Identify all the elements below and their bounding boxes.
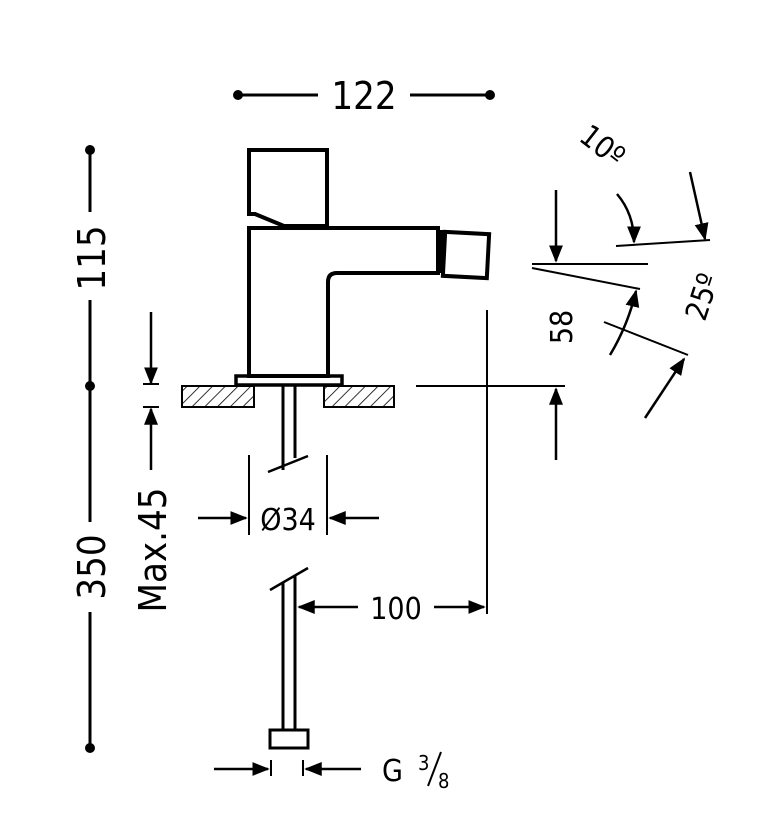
large-angle-arrow [643, 357, 686, 419]
width-dimension: 122 [233, 74, 495, 118]
small-angle-arc-arrow [616, 193, 641, 244]
faucet [234, 148, 492, 387]
body-height-label: 115 [70, 225, 114, 290]
hose-break-bottom [269, 566, 309, 592]
supply-hose [267, 386, 310, 750]
hole-diameter-dimension: Ø34 [198, 455, 379, 538]
countertop-left [181, 385, 255, 408]
angle-ref-line-upper [615, 239, 711, 247]
countertop [181, 385, 395, 408]
spray-nozzle [440, 229, 492, 281]
hole-diameter-label: Ø34 [260, 503, 316, 538]
width-dimension-label: 122 [331, 74, 396, 118]
large-angle-arc-arrow [608, 289, 640, 356]
spout-height-dimension: 58 [532, 190, 648, 460]
hose-length-label: 350 [70, 534, 114, 599]
lever-handle-edge [254, 212, 285, 228]
thread-fraction-denominator: 8 [438, 769, 449, 793]
thread-fraction-numerator: 3 [418, 751, 429, 775]
spout-height-label: 58 [545, 310, 580, 344]
angle-ref-line [531, 267, 641, 290]
small-angle-arrow [688, 171, 709, 241]
small-angle-label: 10º [573, 118, 632, 175]
max-deck-thickness-label: Max.45 [131, 487, 175, 612]
hose-break-top [267, 454, 309, 474]
reach-label: 100 [370, 592, 422, 627]
lever-handle [247, 148, 329, 228]
reach-dimension: 100 [297, 310, 488, 627]
spout-angle-dimensions: 10º 25º [531, 118, 727, 419]
thread-dimension: G 3 8 [214, 751, 449, 793]
base-flange [234, 374, 344, 387]
countertop-right [323, 385, 395, 408]
thread-label-letter: G [382, 754, 403, 789]
spout-joint [436, 230, 444, 273]
faucet-body [247, 226, 440, 378]
angle-ref-line-lower [603, 321, 689, 356]
height-dimensions: 115 350 [70, 145, 114, 753]
thread-fraction-slash [427, 751, 442, 787]
deck-thickness-dimension: Max.45 [131, 312, 175, 613]
large-angle-label: 25º [679, 269, 727, 325]
thread-connector [268, 728, 310, 750]
